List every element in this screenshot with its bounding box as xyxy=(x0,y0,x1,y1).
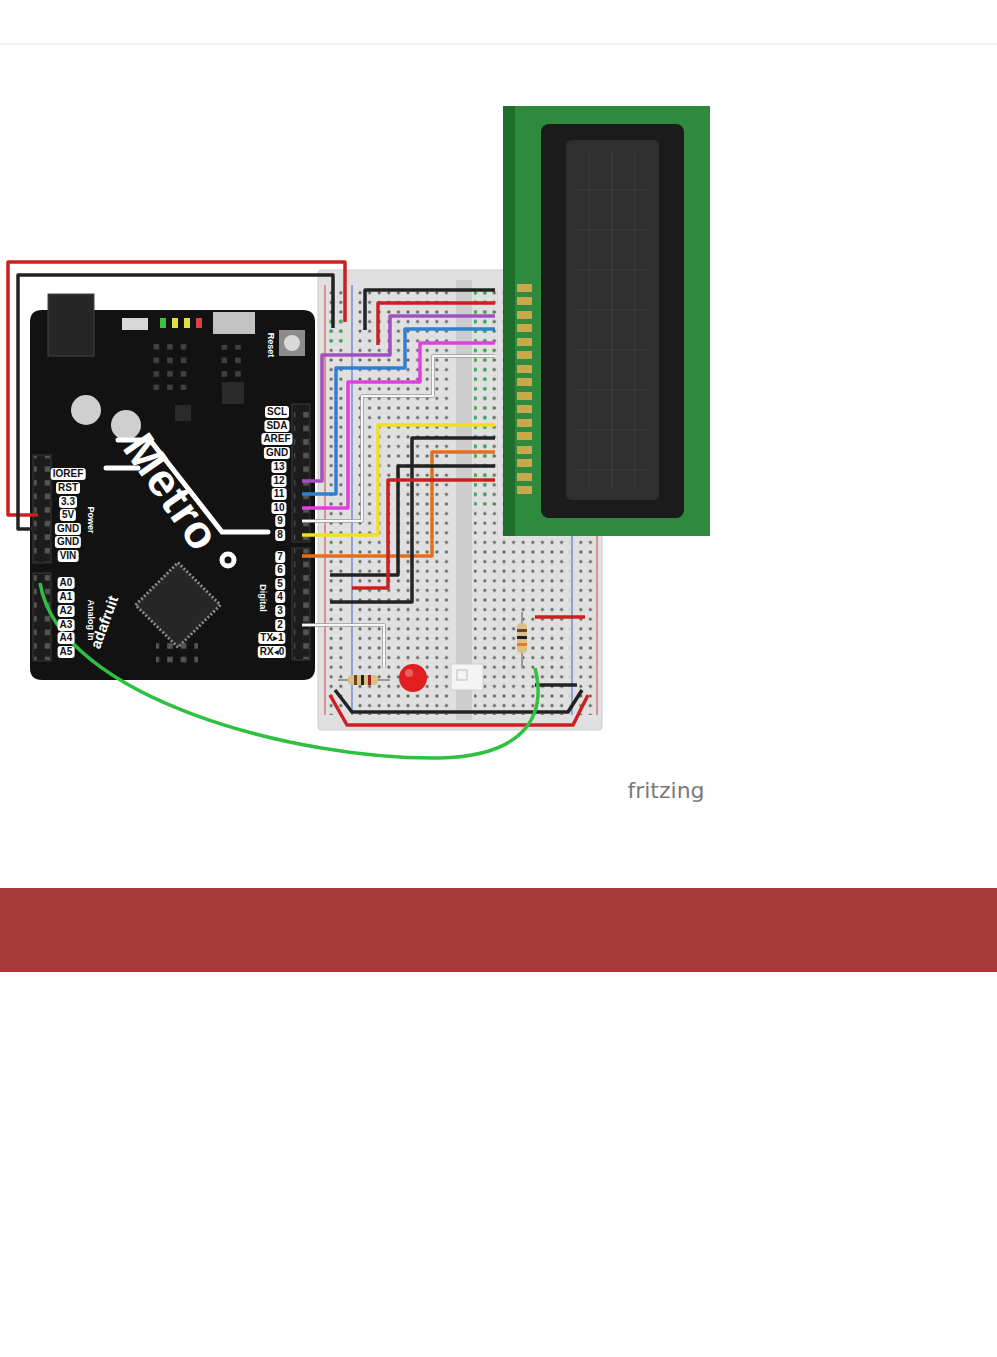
pin-label: 7 xyxy=(275,551,285,563)
pin-label: VIN xyxy=(58,550,79,562)
pin-label: 3.3 xyxy=(59,496,77,508)
pin-label: RST xyxy=(56,482,80,494)
pin-label: 11 xyxy=(272,488,287,500)
section-label: Digital xyxy=(258,584,267,612)
pin-label: IOREF xyxy=(51,468,86,480)
pin-label: SDA xyxy=(264,420,289,432)
pin-label: A2 xyxy=(58,605,75,617)
pin-label: AREF xyxy=(261,433,292,445)
pin-label: 12 xyxy=(271,475,286,487)
pin-label: 13 xyxy=(271,461,286,473)
pin-label: 9 xyxy=(275,515,285,527)
pin-label: RX◂0 xyxy=(258,646,286,658)
board-name: Metro xyxy=(116,425,228,558)
section-label: Power xyxy=(86,506,95,533)
pin-label: A0 xyxy=(58,577,75,589)
pin-label: 2 xyxy=(275,619,285,631)
pin-label: 5 xyxy=(275,578,285,590)
pin-label: SCL xyxy=(265,406,289,418)
pin-label: A1 xyxy=(58,591,75,603)
pin-label: 5V xyxy=(60,509,76,521)
pin-label: GND xyxy=(55,536,81,548)
pin-label: A3 xyxy=(58,619,75,631)
pin-label: 10 xyxy=(271,502,286,514)
pin-label: 8 xyxy=(275,529,285,541)
pin-label: GND xyxy=(55,523,81,535)
pin-label: GND xyxy=(264,447,290,459)
pin-label: 3 xyxy=(275,605,285,617)
watermark: fritzing xyxy=(627,780,704,802)
button-label: Reset xyxy=(266,333,275,358)
pin-label: A4 xyxy=(58,632,75,644)
pin-label: 4 xyxy=(275,591,285,603)
pin-label: A5 xyxy=(58,646,75,658)
pin-label: TX▸1 xyxy=(258,632,285,644)
pin-label: 6 xyxy=(275,564,285,576)
